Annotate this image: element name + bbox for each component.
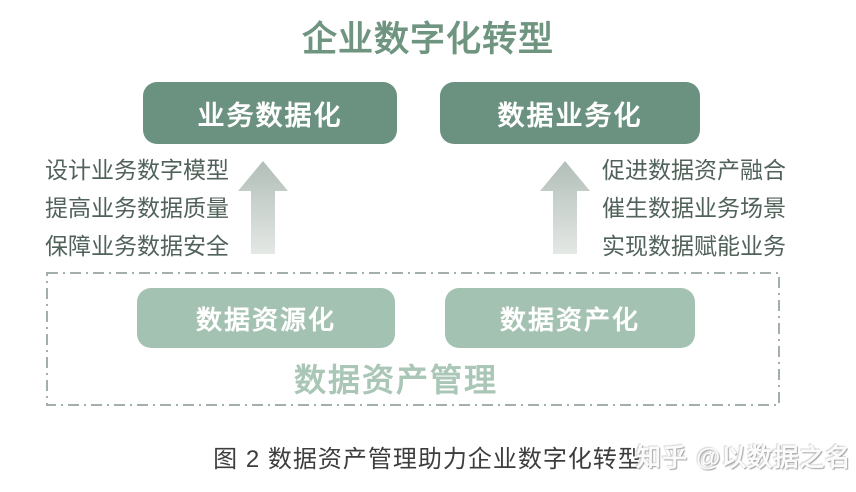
figure-caption: 图 2 数据资产管理助力企业数字化转型 [213,446,643,473]
benefit-item: 提高业务数据质量 [45,195,229,221]
box-label: 数据业务化 [497,100,643,131]
box-label: 数据资产化 [499,304,640,335]
up-arrow-icon [540,161,590,254]
management-label: 数据资产管理 [293,362,498,398]
box-data-assetization: 数据资产化 [445,288,695,348]
benefit-item: 催生数据业务场景 [602,195,786,221]
box-label: 数据资源化 [195,304,336,335]
benefit-item: 设计业务数字模型 [45,157,229,183]
zhihu-watermark: 知乎 @以数据之名 [636,444,852,472]
benefit-item: 保障业务数据安全 [45,233,229,259]
up-arrow-icon [238,161,288,254]
box-label: 业务数据化 [197,100,343,131]
benefit-item: 促进数据资产融合 [602,157,786,183]
left-benefit-list: 设计业务数字模型 提高业务数据质量 保障业务数据安全 [45,151,229,265]
box-data-resourcification: 数据资源化 [137,288,395,348]
box-business-datafication: 业务数据化 [143,82,397,144]
diagram-title: 企业数字化转型 [301,20,554,59]
management-dashed-frame [46,272,780,406]
box-data-businessification: 数据业务化 [440,82,700,144]
benefit-item: 实现数据赋能业务 [602,233,786,259]
right-benefit-list: 促进数据资产融合 催生数据业务场景 实现数据赋能业务 [602,151,786,265]
